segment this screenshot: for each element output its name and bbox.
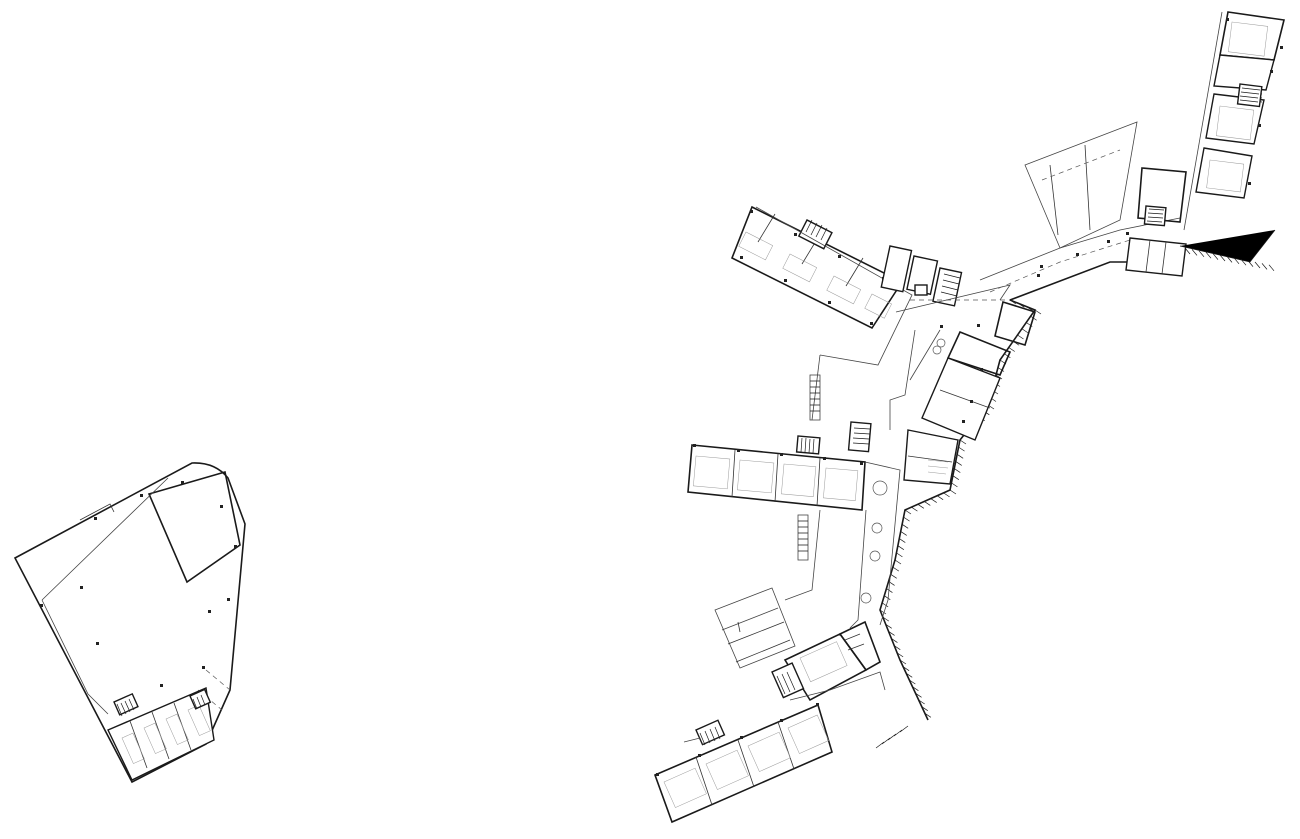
south-cluster: [771, 620, 886, 702]
terrain-hatch-mark: [955, 461, 962, 466]
terrain-hatch-mark: [904, 509, 912, 515]
terrain-hatch-mark: [1261, 263, 1268, 270]
west-block-diagonal-edge: [41, 477, 169, 601]
south-pavilion: [714, 587, 796, 669]
west-block-stair: [113, 688, 212, 717]
terrain-hatch-mark: [885, 623, 892, 629]
terrain-hatch-mark: [884, 595, 891, 601]
terrain-hatch-mark: [896, 552, 903, 558]
terrain-hatch-mark: [894, 645, 901, 651]
terrain-hatch-mark: [951, 482, 958, 488]
lower-wing-stair: [695, 719, 726, 746]
terrain-hatch-mark: [1212, 253, 1219, 260]
terrain-hatch-mark: [1026, 306, 1033, 311]
terrain-hatch-mark: [900, 531, 907, 536]
terrain-hatch-mark: [997, 367, 1005, 372]
terrain-hatch-mark: [958, 446, 965, 452]
terrain-hatch-mark: [949, 489, 957, 495]
lower-wing: [653, 703, 909, 824]
terrain-hatch-mark: [899, 659, 907, 665]
terrain-hatch-mark: [1233, 257, 1240, 265]
terrain-hatch-mark: [1009, 299, 1017, 305]
terrain-hatch-mark: [899, 538, 906, 543]
terrain-hatch-mark: [1004, 353, 1011, 359]
terrain-hatch-mark: [1198, 250, 1205, 258]
terrain-hatch-mark: [1018, 303, 1025, 308]
middle-wing-ramp: [797, 514, 809, 561]
terrain-hatch-mark: [1268, 264, 1275, 272]
terrain-hatch-mark: [917, 503, 925, 509]
terrain-hatch-mark: [901, 523, 909, 529]
terrain-hatch-mark: [912, 686, 919, 691]
terrain-hatch-mark: [1017, 334, 1024, 340]
middle-wing: [687, 421, 901, 629]
upper-wing-ramp: [809, 374, 821, 421]
west-block-columns: [40, 481, 237, 687]
central-east-rooms: [903, 300, 1036, 485]
terrain-hatch-mark: [1034, 309, 1042, 315]
terrain-hatching: [879, 229, 1276, 721]
terrain-hatch-mark: [902, 666, 910, 671]
terrain-hatch-mark: [936, 495, 944, 501]
terrain-hatch-mark: [894, 559, 902, 565]
terrain-hatch-mark: [1240, 258, 1247, 266]
terrain-hatch-mark: [879, 609, 887, 615]
west-block: [13, 462, 246, 784]
terrain-hatch-mark: [897, 545, 905, 551]
west-block-outline: [13, 462, 246, 784]
terrain-hatch-mark: [896, 652, 904, 658]
terrain-hatch-mark: [924, 501, 931, 506]
terrain-hatch-mark: [909, 679, 916, 685]
terrain-hatch-mark: [943, 492, 950, 498]
terrain-hatch-mark: [930, 498, 937, 503]
terrain-hatch-mark: [1008, 347, 1015, 352]
terrain-hatch-mark: [1184, 247, 1191, 255]
terrain-hatch-mark: [1219, 254, 1226, 262]
terrain-hatch-mark: [888, 631, 895, 636]
middle-wing-stairs: [795, 421, 872, 455]
terrain-hatch-mark: [890, 573, 897, 579]
terrain-hatch-mark: [1191, 249, 1198, 256]
terrain-hatch-mark: [959, 439, 967, 445]
terrain-hatch-mark: [921, 706, 928, 711]
terrain-hatch-mark: [1021, 328, 1029, 334]
terrain-hatch-mark: [915, 693, 922, 698]
terrain-hatch-mark: [886, 588, 893, 593]
upper-wing-stair: [797, 219, 833, 250]
west-block-classrooms: [107, 687, 215, 781]
terrain-hatch-mark: [956, 453, 964, 459]
terrain-hatch-mark: [882, 616, 890, 622]
terrain-hatch-mark: [1205, 251, 1212, 259]
central-core: [880, 245, 1040, 430]
terrain-hatch-mark: [911, 506, 918, 512]
terrain-hatch-mark: [892, 566, 900, 572]
upper-wing: [730, 205, 913, 421]
terrain-hatch-mark: [881, 602, 889, 608]
terrain-hatch-mark: [954, 468, 961, 473]
terrain-hatch-mark: [1254, 261, 1261, 269]
terrain-hatch-mark: [891, 638, 898, 643]
terrain-hatch-mark: [952, 475, 960, 481]
terrain-hatch-mark: [1247, 260, 1254, 267]
terrain-hatch-mark: [1226, 256, 1233, 263]
terrain-hatch-mark: [906, 673, 913, 678]
terrain-hatch-mark: [924, 713, 932, 718]
west-block-inner-hall: [147, 470, 241, 584]
terrain-hatch-mark: [903, 516, 910, 522]
east-tower: [1125, 11, 1285, 277]
terrain-hatch-mark: [918, 699, 925, 705]
